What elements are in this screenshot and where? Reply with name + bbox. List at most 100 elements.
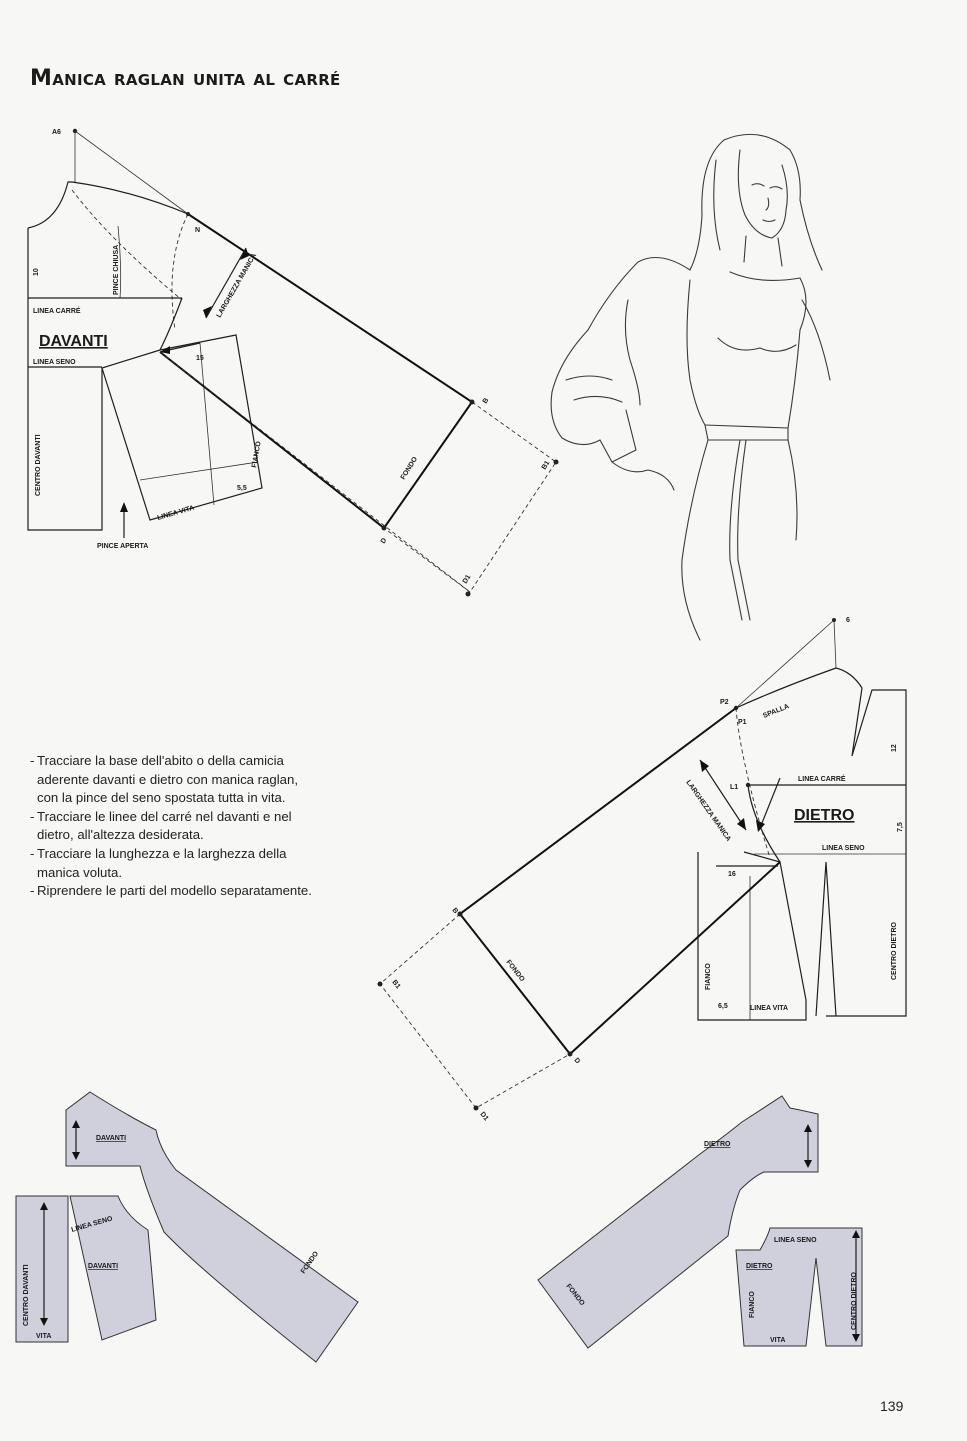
point-b-marker <box>469 399 475 405</box>
armhole-dashed <box>171 213 189 331</box>
back-sleeve-outline <box>458 707 781 1056</box>
back-armhole-arrow <box>759 777 781 829</box>
neck-right <box>777 237 783 267</box>
label-piece-centro-davanti: CENTRO DAVANTI <box>23 1264 30 1326</box>
label-measure-16: 16 <box>728 871 736 878</box>
label-back-fondo: FONDO <box>504 959 525 984</box>
label-dietro-title: DIETRO <box>794 807 854 824</box>
label-front-fondo: FONDO <box>400 455 420 481</box>
back-sleeve-width-arrow <box>699 759 747 831</box>
right-shoulder <box>799 277 807 331</box>
neck-dashed <box>71 189 183 301</box>
sleeve-width-arrow <box>205 247 247 319</box>
hair-right <box>723 133 823 271</box>
construction-line <box>735 619 835 709</box>
back-dart <box>815 861 837 1017</box>
neck-left <box>743 235 747 263</box>
instruction-item: Tracciare la lunghezza e la larghezza de… <box>30 845 320 882</box>
arrow-head <box>756 820 765 832</box>
sleeve-fold <box>565 375 613 381</box>
nose <box>765 197 770 211</box>
label-lower-davanti: DAVANTI <box>88 1263 118 1270</box>
back-bodice-piece <box>735 1227 863 1347</box>
label-measure-6-5: 6,5 <box>718 1003 728 1010</box>
pince-chiusa-line <box>117 225 122 299</box>
label-back-d: D <box>572 1057 581 1065</box>
torso-right <box>787 329 801 429</box>
front-pieces: DAVANTI LINEA SENO DAVANTI CENTRO DAVANT… <box>15 1091 359 1363</box>
hand <box>611 461 675 491</box>
label-measure-7-5: 7,5 <box>897 822 904 832</box>
front-side-piece <box>69 1195 157 1341</box>
label-piece-back-fianco: FIANCO <box>749 1291 756 1318</box>
skirt-right <box>787 439 798 541</box>
skirt-left <box>681 439 709 641</box>
back-pieces: DIETRO LINEA SENO DIETRO FIANCO CENTRO D… <box>537 1095 863 1349</box>
label-pince-aperta: PINCE APERTA <box>97 543 148 550</box>
point-n-marker <box>186 212 190 216</box>
front-panel-waist <box>139 461 259 481</box>
instructions-list: Tracciare la base dell'abito o della cam… <box>30 752 320 901</box>
neckline <box>729 271 801 281</box>
fashion-figure-sketch <box>550 133 831 641</box>
back-shoulder <box>735 667 863 709</box>
arrow-head <box>852 1230 860 1238</box>
front-center-edge <box>27 228 103 531</box>
arrow-head <box>240 248 249 260</box>
left-shoulder <box>587 256 691 331</box>
sleeve-fold <box>573 395 623 403</box>
label-back-linea-vita: LINEA VITA <box>750 1005 788 1012</box>
bust-line <box>759 344 797 352</box>
front-neck-shoulder <box>27 181 189 229</box>
label-b: B <box>482 397 491 405</box>
label-d1: D1 <box>462 574 473 585</box>
front-side-panel <box>101 334 263 521</box>
back-arm <box>801 299 831 381</box>
label-upper-dietro: DIETRO <box>704 1141 731 1148</box>
instruction-item: Tracciare la base dell'abito o della cam… <box>30 752 320 808</box>
label-p1: P1 <box>738 719 747 726</box>
mouth <box>762 219 776 223</box>
arrow-head <box>804 1124 812 1132</box>
label-front-fianco: FIANCO <box>251 440 263 468</box>
back-side-panel <box>697 851 807 1021</box>
page-title: Manica raglan unita al carré <box>30 66 341 91</box>
label-back-d1: D1 <box>478 1111 489 1122</box>
arrow-head <box>72 1120 80 1128</box>
bust-line <box>717 337 761 351</box>
cuff <box>599 409 637 463</box>
label-l1: L1 <box>730 784 738 791</box>
instruction-item: Riprendere le parti del modello separata… <box>30 882 320 901</box>
hair-left <box>689 139 725 271</box>
arrow-head <box>40 1202 48 1210</box>
construction-line <box>74 130 189 215</box>
skirt-seam <box>729 439 743 621</box>
label-measure-12: 12 <box>891 744 898 752</box>
label-larghezza-manica: LARGHEZZA MANICA <box>216 252 258 319</box>
point-d1-marker <box>465 591 471 597</box>
face-outline <box>737 149 788 239</box>
arrow-head <box>40 1318 48 1326</box>
label-b1: B1 <box>541 460 552 471</box>
label-upper-davanti: DAVANTI <box>96 1135 126 1142</box>
label-back-fianco: FIANCO <box>705 963 712 990</box>
label-back-carre: LINEA CARRÉ <box>798 774 846 783</box>
label-n: N <box>195 227 200 234</box>
label-front-carre: LINEA CARRÉ <box>33 306 81 315</box>
label-piece-back-seno: LINEA SENO <box>774 1237 817 1244</box>
back-armhole-dashed <box>735 707 771 859</box>
front-sleeve-piece <box>65 1091 359 1363</box>
label-lower-dietro: DIETRO <box>746 1263 773 1270</box>
label-spalla: SPALLA <box>762 703 790 720</box>
instruction-item: Tracciare le linee del carré nel davanti… <box>30 808 320 845</box>
front-draft-diagram: A6 10 PINCE CHIUSA N LINEA CARRÉ DAVANTI… <box>27 128 559 597</box>
right-eye <box>769 186 783 190</box>
point-b1-marker <box>553 459 559 465</box>
front-sleeve-outline <box>159 213 474 530</box>
arrow-head <box>804 1160 812 1168</box>
arrow-head <box>737 818 746 830</box>
point-l1-marker <box>745 782 751 788</box>
back-armhole <box>747 784 781 863</box>
label-pince-chiusa: PINCE CHIUSA <box>113 245 120 295</box>
